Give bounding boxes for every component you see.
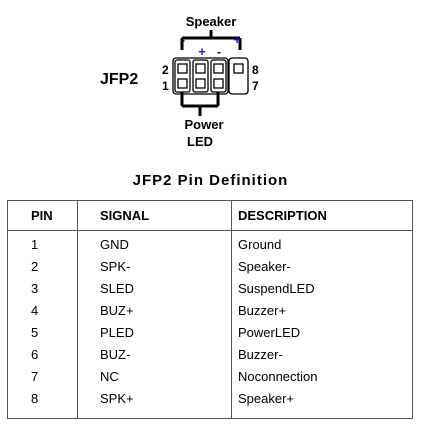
row-description: Speaker- [238,259,291,274]
pin-definition-table: PIN SIGNAL DESCRIPTION 1 GND Ground 2 SP… [7,200,413,419]
pin-number-1: 1 [162,79,169,93]
row-pin: 7 [31,369,39,384]
speaker-plus-sign: + [233,32,241,47]
row-signal: BUZ+ [100,303,134,318]
row-description: SuspendLED [238,281,315,296]
row-signal: GND [100,237,129,252]
row-description: PowerLED [238,325,301,340]
speaker-minus-sign: - [181,33,185,47]
table-row: 8 SPK+ Speaker+ [8,388,412,410]
row-signal: SLED [100,281,134,296]
row-pin: 8 [31,391,39,406]
table-row: 1 GND Ground [8,234,412,256]
power-led-label-line1: Power [184,117,223,132]
led-plus-sign: + [198,44,206,59]
header-pin: PIN [31,208,53,223]
jfp2-connector-diagram: Speaker - + + - JFP2 2 1 8 7 Power [100,14,259,149]
column-divider [231,201,232,418]
led-minus-sign: - [217,45,221,59]
pin-number-2: 2 [162,63,169,77]
row-description: Speaker+ [238,391,295,406]
row-pin: 1 [31,237,39,252]
row-description: Buzzer- [238,347,283,362]
column-divider [77,201,78,418]
row-pin: 6 [31,347,39,362]
table-row: 6 BUZ- Buzzer- [8,344,412,366]
row-pin: 4 [31,303,39,318]
row-signal: NC [100,369,119,384]
row-pin: 5 [31,325,39,340]
table-row: 7 NC Noconnection [8,366,412,388]
header-description: DESCRIPTION [238,208,327,223]
row-pin: 2 [31,259,39,274]
row-signal: SPK+ [100,391,134,406]
speaker-label: Speaker [186,14,237,29]
header-signal: SIGNAL [100,208,150,223]
row-description: Buzzer+ [238,303,287,318]
table-header-row: PIN SIGNAL DESCRIPTION [8,201,412,231]
table-row: 2 SPK- Speaker- [8,256,412,278]
row-description: Ground [238,237,282,252]
pin-number-8: 8 [252,63,259,77]
row-description: Noconnection [238,369,318,384]
speaker-bracket [180,30,242,50]
table-row: 4 BUZ+ Buzzer+ [8,300,412,322]
row-signal: PLED [100,325,134,340]
power-led-label-line2: LED [187,134,213,149]
connector-name-label: JFP2 [100,71,138,88]
row-signal: SPK- [100,259,131,274]
power-led-bracket [180,92,220,116]
pin-header [172,57,249,95]
row-signal: BUZ- [100,347,131,362]
pin-number-7: 7 [252,79,259,93]
row-pin: 3 [31,281,39,296]
table-row: 3 SLED SuspendLED [8,278,412,300]
table-row: 5 PLED PowerLED [8,322,412,344]
table-title: JFP2 Pin Definition [132,172,289,189]
